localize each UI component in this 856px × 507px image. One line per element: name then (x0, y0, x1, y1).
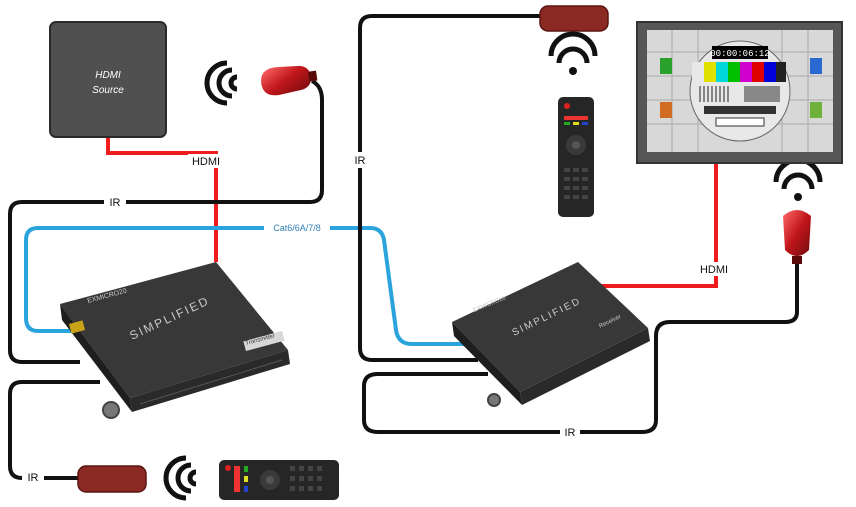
ir-label-left-bottom: IR (28, 472, 39, 484)
source-line2: Source (92, 85, 124, 96)
ir-label-left-top: IR (110, 197, 121, 209)
tv-timecode: 00:00:06:12 (710, 49, 769, 59)
cat-cable (24, 226, 466, 346)
transmitter-device: EXMICRO20 SIMPLIFIED Transmitter (60, 262, 290, 419)
ir-receiver-icon (783, 210, 811, 264)
ir-cable-right-bottom (362, 262, 799, 434)
receiver-device: EXMICRO20 SIMPLIFIED Receiver (452, 262, 650, 407)
ir-blaster-icon (539, 5, 609, 32)
source-line1: HDMI (95, 70, 121, 81)
wifi-icon (204, 60, 238, 106)
ir-cable-left-top (8, 79, 324, 364)
remote-control-icon (219, 460, 339, 500)
ir-blaster-icon (77, 465, 147, 493)
tv-icon: 00:00:06:12 (636, 21, 843, 164)
cat-cable-label: Cat6/6A/7/8 (273, 223, 321, 233)
ir-cable-left-bottom (8, 380, 100, 480)
hdmi-label-right: HDMI (700, 264, 728, 276)
ir-label-right-vertical: IR (355, 155, 366, 167)
hdmi-source-box: HDMI Source (49, 21, 167, 138)
ir-label-right-bottom: IR (565, 427, 576, 439)
hdmi-cable-right (574, 152, 718, 288)
ir-receiver-icon (261, 65, 318, 96)
remote-control-icon (558, 97, 594, 217)
ir-cable-right-vertical (358, 14, 540, 362)
wifi-icon (773, 157, 823, 201)
hdmi-cable-left (106, 138, 218, 262)
wifi-icon (548, 31, 598, 75)
hdmi-label-left: HDMI (192, 156, 220, 168)
wifi-icon (163, 455, 197, 501)
